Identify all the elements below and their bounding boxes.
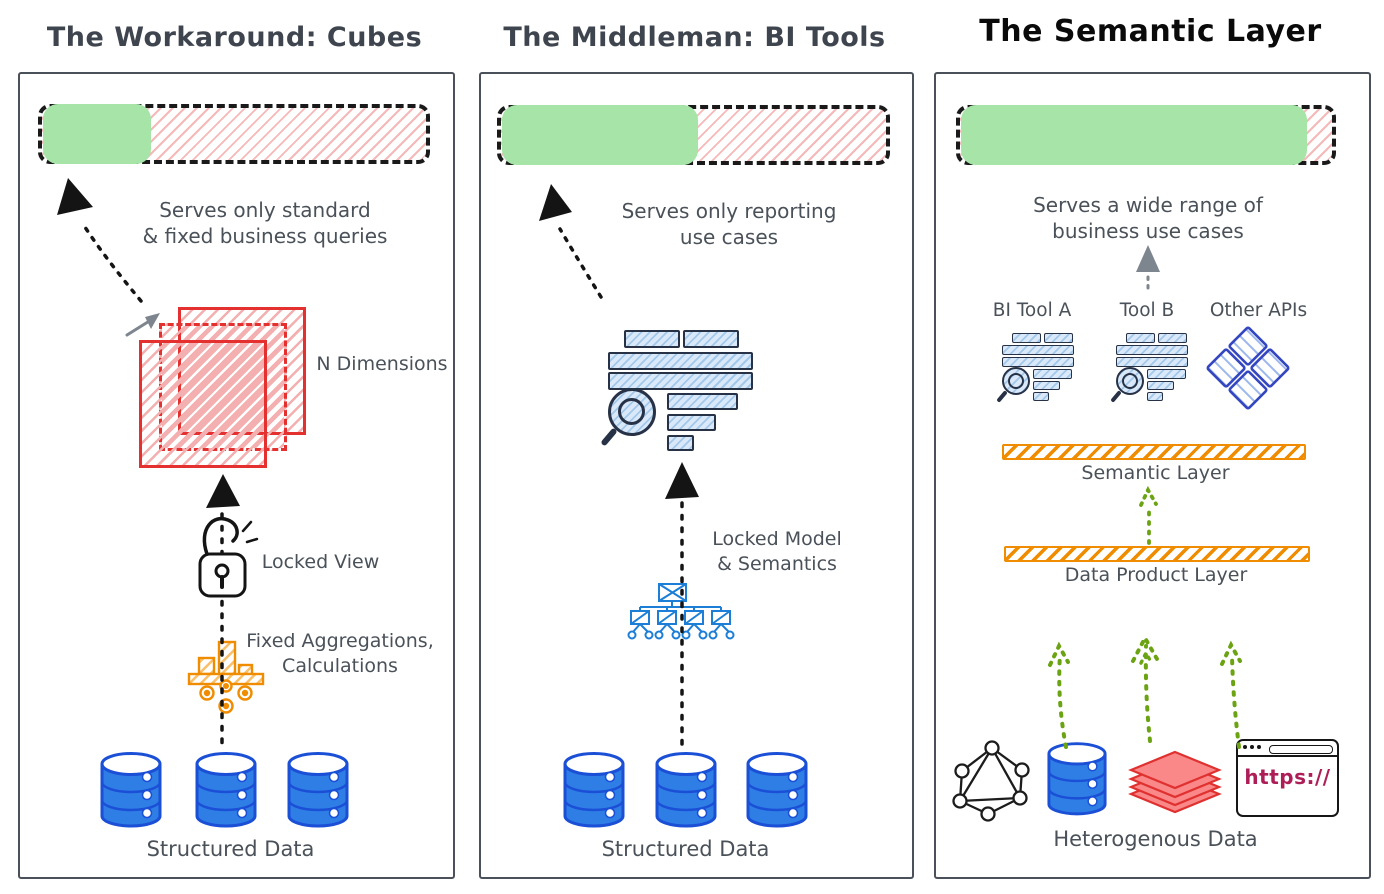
- panel1-note: Serves only standard & fixed business qu…: [125, 197, 405, 250]
- report-bar: [1158, 333, 1187, 343]
- magnifier-lens: [1122, 373, 1138, 389]
- dimensions-label: N Dimensions: [316, 353, 448, 375]
- report-bar: [683, 330, 739, 348]
- label-line: & Semantics: [717, 553, 837, 576]
- report-bar: [608, 372, 753, 390]
- data-product-layer-bar: [1004, 546, 1310, 562]
- database-icon: [194, 750, 258, 834]
- report-bar: [1044, 333, 1073, 343]
- note-line: Serves only standard: [159, 198, 371, 222]
- report-bar: [1012, 333, 1041, 343]
- report-bar: [1116, 357, 1188, 367]
- magnifier-icon: [608, 388, 656, 436]
- report-bar: [667, 393, 738, 410]
- magnifier-icon: [1002, 367, 1030, 395]
- cube-stack-icon: [139, 340, 267, 468]
- covered-fill: [961, 105, 1307, 165]
- panel3-title: The Semantic Layer: [979, 14, 1322, 49]
- report-bar: [1002, 357, 1074, 367]
- note-line: Serves only reporting: [621, 199, 837, 223]
- data-product-layer-label: Data Product Layer: [1064, 564, 1248, 586]
- coverage-bar: [38, 104, 430, 164]
- browser-icon: https://: [1236, 739, 1339, 817]
- label-line: Fixed Aggregations,: [246, 630, 434, 652]
- browser-dot: [1257, 745, 1261, 749]
- other-apis-label: Other APIs: [1209, 300, 1308, 321]
- report-bar: [667, 435, 694, 451]
- note-line: & fixed business queries: [142, 224, 388, 249]
- report-bar: [1126, 333, 1155, 343]
- browser-address-bar: [1269, 744, 1333, 754]
- panel3-note: Serves a wide range of business use case…: [1008, 192, 1288, 245]
- covered-fill: [43, 104, 151, 164]
- note-line: business use cases: [1052, 219, 1244, 244]
- magnifier-icon: [1116, 367, 1144, 395]
- bi-tool-icon: [1110, 333, 1194, 403]
- browser-dot: [1243, 745, 1247, 749]
- report-bar: [1033, 381, 1060, 390]
- browser-dot: [1250, 745, 1254, 749]
- report-bar: [1147, 369, 1186, 379]
- magnifier-lens: [1008, 373, 1024, 389]
- locked-model-label: Locked Model & Semantics: [702, 527, 852, 577]
- database-icon: [745, 750, 809, 834]
- database-icon: [1046, 738, 1108, 824]
- report-bar: [1147, 381, 1174, 390]
- bi-tool-a-label: BI Tool A: [992, 300, 1072, 321]
- report-icon: [600, 328, 754, 453]
- label-line: Calculations: [282, 655, 398, 678]
- database-icon: [562, 750, 626, 834]
- database-icon: [654, 750, 718, 834]
- aggregations-label: Fixed Aggregations, Calculations: [245, 629, 435, 679]
- report-bar: [608, 352, 753, 370]
- structured-data-label: Structured Data: [146, 837, 315, 861]
- locked-view-label: Locked View: [261, 551, 380, 573]
- covered-fill: [502, 105, 699, 165]
- tool-b-label: Tool B: [1119, 300, 1175, 321]
- coverage-bar: [497, 105, 890, 165]
- report-bar: [1116, 345, 1188, 355]
- semantic-layer-bar: [1002, 444, 1306, 460]
- panel1-title: The Workaround: Cubes: [46, 22, 423, 53]
- browser-toolbar: [1238, 741, 1337, 757]
- database-icon: [99, 750, 163, 834]
- report-bar: [667, 414, 716, 431]
- report-bar: [1033, 369, 1072, 379]
- bi-tool-icon: [996, 333, 1080, 403]
- heterogenous-data-label: Heterogenous Data: [1053, 827, 1258, 851]
- magnifier-lens: [618, 398, 645, 425]
- report-bar: [1002, 345, 1074, 355]
- report-bar: [624, 330, 680, 348]
- label-line: Locked Model: [712, 528, 842, 550]
- report-bar: [1033, 392, 1049, 401]
- structured-data-label: Structured Data: [601, 837, 770, 861]
- panel2-title: The Middleman: BI Tools: [503, 22, 886, 53]
- note-line: use cases: [679, 225, 779, 250]
- database-icon: [286, 750, 350, 834]
- report-bar: [1147, 392, 1163, 401]
- coverage-bar: [956, 105, 1336, 165]
- panel2-note: Serves only reporting use cases: [589, 198, 869, 251]
- https-url-text: https://: [1244, 765, 1331, 789]
- semantic-layer-label: Semantic Layer: [1081, 462, 1230, 484]
- note-line: Serves a wide range of: [1033, 193, 1263, 217]
